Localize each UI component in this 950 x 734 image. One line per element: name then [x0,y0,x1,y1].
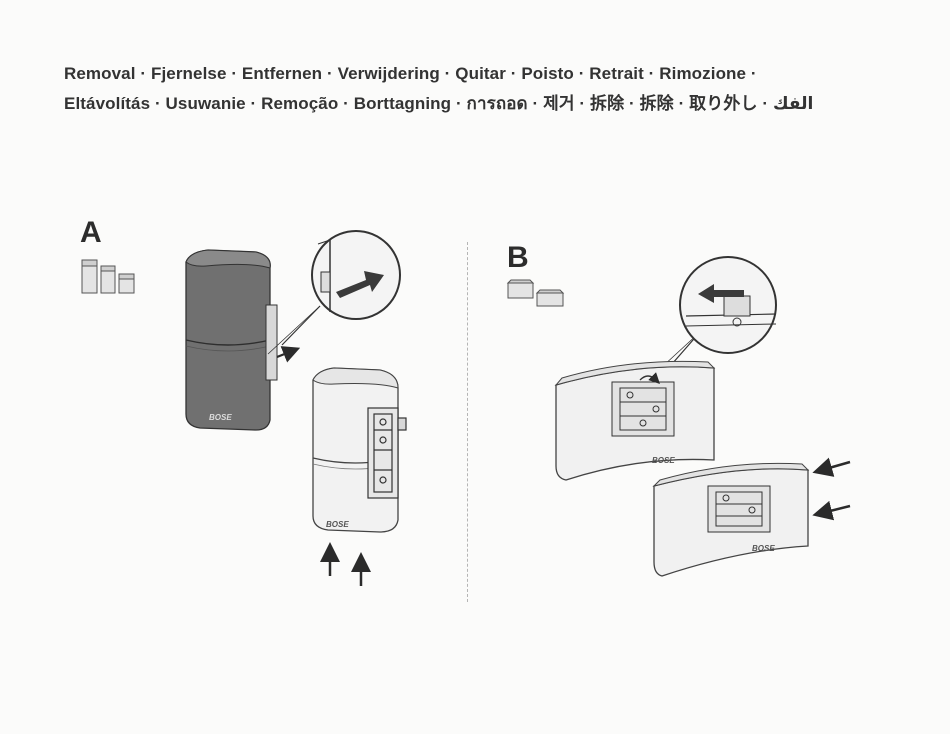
push-up-arrows [330,552,361,586]
flat-speaker-icon [508,280,563,306]
magnifier-callout-icon [650,257,776,378]
cube-speaker-icon [82,260,134,293]
arrow-icon [277,351,292,357]
bose-logo-upper: BOSE [652,456,675,465]
flat-speaker-upper: BOSE [556,361,714,480]
bose-logo-lower: BOSE [752,544,775,553]
mounting-bracket-icon [368,408,406,498]
dark-speaker: BOSE [186,250,277,430]
bose-logo-light: BOSE [326,520,349,529]
magnifier-callout-icon [268,231,400,354]
push-in-arrows [822,462,850,513]
bose-logo-dark: BOSE [209,413,232,422]
flat-speaker-lower: BOSE [654,463,808,576]
